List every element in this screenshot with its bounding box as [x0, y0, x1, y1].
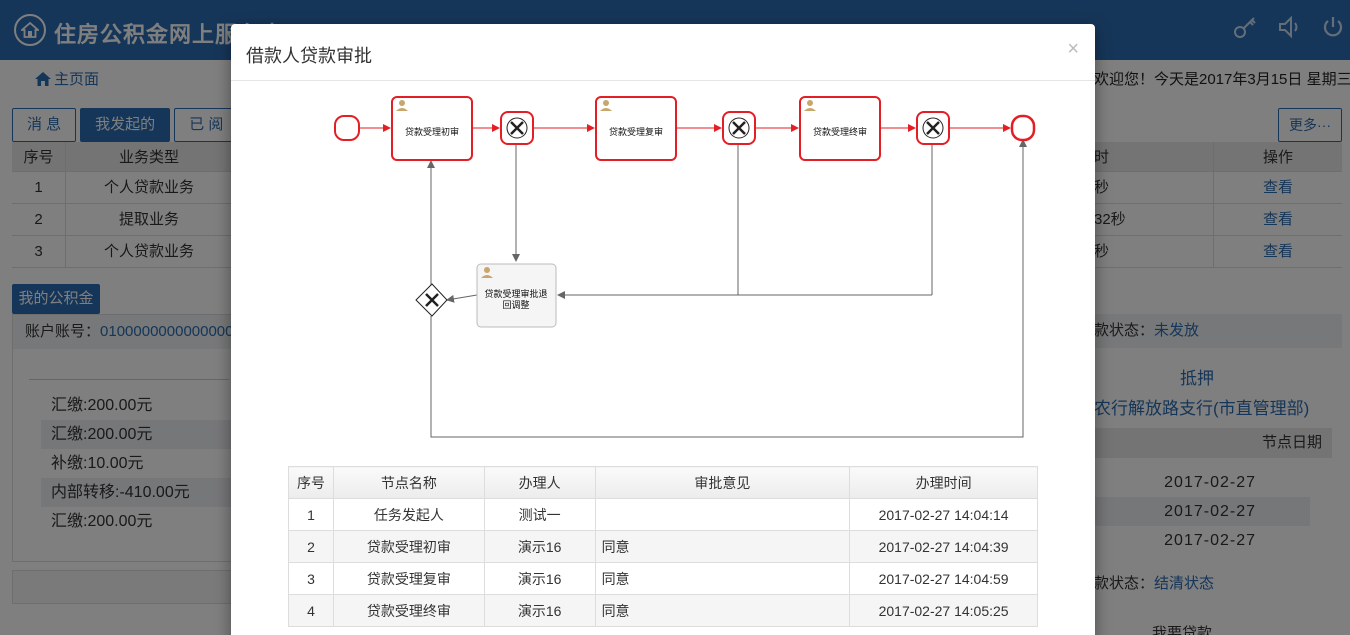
exclusive-gateway	[500, 111, 534, 145]
approval-history-table: 序号 节点名称 办理人 审批意见 办理时间 1 任务发起人 测试一 2017-0…	[288, 466, 1038, 627]
task-node-return[interactable]: 贷款受理审批退 回调整	[476, 263, 557, 328]
user-icon	[481, 267, 493, 278]
task-label: 回调整	[502, 299, 529, 310]
col-node-header: 节点名称	[332, 466, 485, 499]
table-row: 3 贷款受理复审 演示16 同意 2017-02-27 14:04:59	[288, 562, 1038, 595]
user-icon	[804, 100, 816, 111]
col-no-header: 序号	[288, 466, 334, 499]
close-icon[interactable]: ×	[1067, 38, 1079, 60]
col-time-header: 办理时间	[849, 466, 1038, 499]
col-handler-header: 办理人	[483, 466, 596, 499]
table-row: 4 贷款受理终审 演示16 同意 2017-02-27 14:05:25	[288, 594, 1038, 627]
task-label: 贷款受理初审	[405, 126, 459, 137]
return-flows	[427, 139, 1027, 438]
task-label: 贷款受理审批退	[484, 288, 547, 299]
modal-header: 借款人贷款审批 ×	[231, 24, 1095, 81]
approval-modal: 借款人贷款审批 ×	[231, 24, 1095, 635]
start-event	[334, 115, 360, 141]
task-node[interactable]: 贷款受理终审	[799, 96, 881, 161]
table-row: 2 贷款受理初审 演示16 同意 2017-02-27 14:04:39	[288, 530, 1038, 563]
workflow-diagram: 贷款受理初审 贷款受理复审 贷款受理终审	[334, 96, 1036, 438]
modal-title: 借款人贷款审批	[246, 46, 372, 66]
exclusive-gateway	[415, 283, 448, 317]
end-event	[1010, 114, 1036, 142]
table-row: 1 任务发起人 测试一 2017-02-27 14:04:14	[288, 498, 1038, 531]
col-opinion-header: 审批意见	[594, 466, 851, 499]
user-icon	[396, 100, 408, 111]
task-label: 贷款受理终审	[813, 126, 867, 137]
task-label: 贷款受理复审	[609, 126, 663, 137]
task-node[interactable]: 贷款受理复审	[595, 96, 677, 161]
task-node[interactable]: 贷款受理初审	[391, 96, 473, 161]
exclusive-gateway	[722, 111, 756, 145]
exclusive-gateway	[916, 111, 950, 145]
user-icon	[600, 100, 612, 111]
